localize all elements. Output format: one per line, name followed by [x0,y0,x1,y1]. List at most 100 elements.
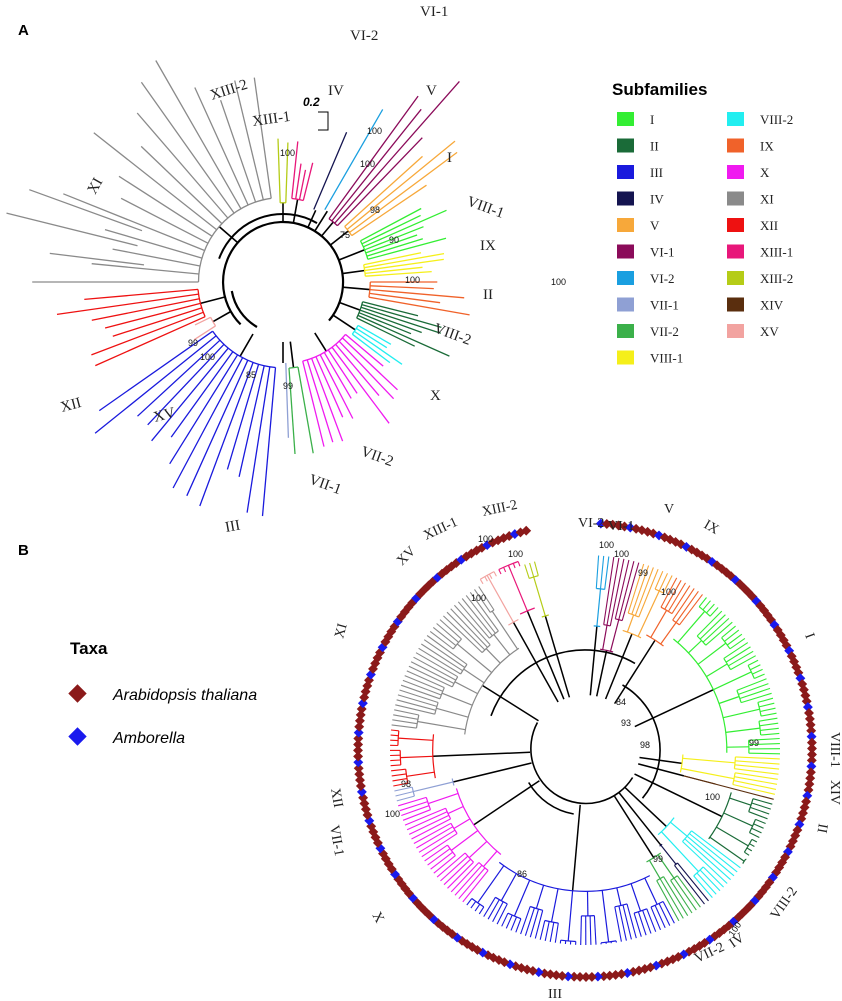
tree-branch [443,615,483,653]
tree-branch [650,906,662,931]
tree-arc [481,644,491,654]
tree-branch [399,801,428,812]
tree-arc [615,618,623,622]
tree-branch [760,712,777,717]
tree-branch [683,775,774,800]
tree-arc [657,817,675,836]
tree-branch [735,756,780,760]
tree-arc [498,861,651,892]
tree-branch [239,333,254,357]
b-bootstrap: 98 [640,740,650,750]
tree-branch [658,903,671,926]
tip-diamond-icon [354,721,365,732]
subfamilies-legend-title: Subfamilies [612,80,707,99]
tree-branch [613,639,656,705]
tree-arc [541,614,549,618]
panel-b-letter: B [18,542,29,559]
tree-branch [411,818,451,840]
tree-branch [395,791,414,797]
tree-branch [512,563,516,569]
tree-branch [91,311,204,356]
tree-arc [733,756,736,769]
tree-branch [441,692,473,706]
tree-branch [331,346,390,424]
tree-branch [670,821,688,837]
tree-branch [390,759,401,762]
tree-branch [416,826,454,849]
legend-label: XIV [760,298,784,313]
tree-branch [485,648,501,664]
tip-diamond-icon [353,733,364,744]
tree-branch [492,901,504,922]
tree-arc [508,618,519,626]
tree-branch [342,269,365,275]
legend-label: VI-2 [650,271,675,286]
tree-branch [507,564,528,612]
tree-branch [84,288,199,301]
tree-branch [397,694,438,707]
tree-arc [197,197,272,283]
tree-branch [524,907,535,936]
tip-diamond-icon [353,727,364,738]
tree-branch [369,292,441,304]
tree-arc [447,844,456,856]
tree-branch [200,296,226,305]
tip-diamond-icon [610,969,621,980]
tree-branch [137,339,221,417]
tree-branch [589,626,598,696]
tree-branch [677,862,709,902]
amborella-diamond-icon [68,727,87,746]
tree-branch [606,557,620,626]
legend-swatch [727,191,744,206]
tree-arc [747,665,755,679]
a-label-xii: XII [59,395,83,416]
tree-arc [432,734,436,779]
tip-diamond-icon [354,715,365,726]
tree-branch [513,879,531,917]
b-label-xiii1: XIII-1 [421,515,460,544]
tree-branch [307,209,317,228]
legend-swatch [727,324,744,338]
tree-arc [593,625,601,628]
tree-arc [351,325,359,335]
tree-branch [554,923,559,943]
tree-branch [609,619,620,652]
tree-arc [757,702,762,717]
tree-arc [600,648,614,653]
tip-diamond-icon [353,763,364,774]
b-bootstrap: 100 [599,540,614,550]
tree-branch [698,597,707,608]
tree-branch [430,851,454,870]
tree-branch [421,643,463,672]
b-label-v: V [664,502,674,517]
tree-branch [454,864,483,896]
a-label-xiii2: XIII-2 [208,77,249,104]
tree-branch [169,354,239,465]
tree-branch [6,212,138,247]
tip-diamond-icon [355,781,366,791]
tree-branch [758,702,775,708]
tree-branch [644,877,658,905]
tree-branch [654,905,666,929]
tree-branch [627,563,645,614]
tree-branch [487,899,500,920]
tree-branch [346,140,456,230]
tree-branch [392,719,418,725]
tree-branch [709,836,745,862]
tree-branch [104,228,203,259]
a-label-v: V [426,83,437,99]
tree-branch [681,767,735,780]
tree-branch [535,885,545,909]
tree-branch [428,792,459,805]
tree-branch [706,663,728,678]
tree-branch [440,855,469,882]
b-label-i: I [801,631,817,641]
tree-branch [339,301,361,311]
legend-swatch [727,297,744,312]
tree-branch [676,875,701,908]
tree-branch [395,704,435,715]
tree-branch [436,623,459,643]
tree-branch [450,608,488,648]
tip-diamond-icon [592,971,603,982]
tree-branch [433,855,456,874]
